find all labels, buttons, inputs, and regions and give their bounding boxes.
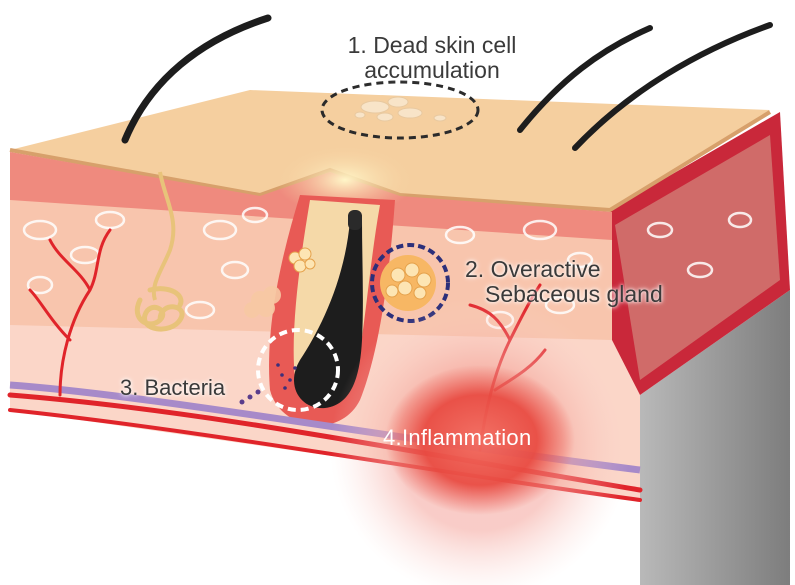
sebaceous-label-line1: 2. Overactive — [465, 257, 663, 282]
dead-skin-label: 1. Dead skin cell accumulation — [322, 33, 542, 83]
inflammation-label: 4.Inflammation — [383, 425, 532, 450]
bacteria-label: 3. Bacteria — [120, 375, 225, 400]
dead-skin-label-line2: accumulation — [322, 58, 542, 83]
dead-skin-label-line1: 1. Dead skin cell — [322, 33, 542, 58]
sebaceous-gland — [380, 255, 436, 311]
sebaceous-label-line2: Sebaceous gland — [485, 282, 663, 307]
sebaceous-label: 2. Overactive Sebaceous gland — [465, 257, 663, 307]
